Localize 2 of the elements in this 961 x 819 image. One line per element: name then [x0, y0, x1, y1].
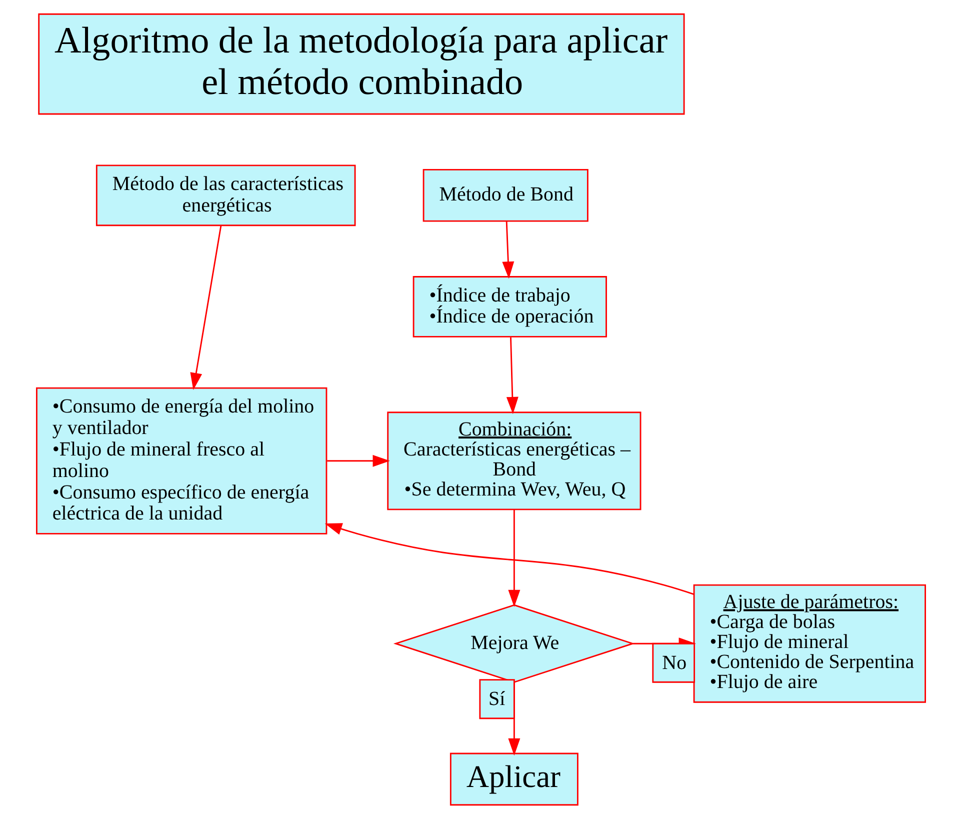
edge-label: Sí [488, 688, 505, 710]
edge-label: No [662, 652, 686, 674]
